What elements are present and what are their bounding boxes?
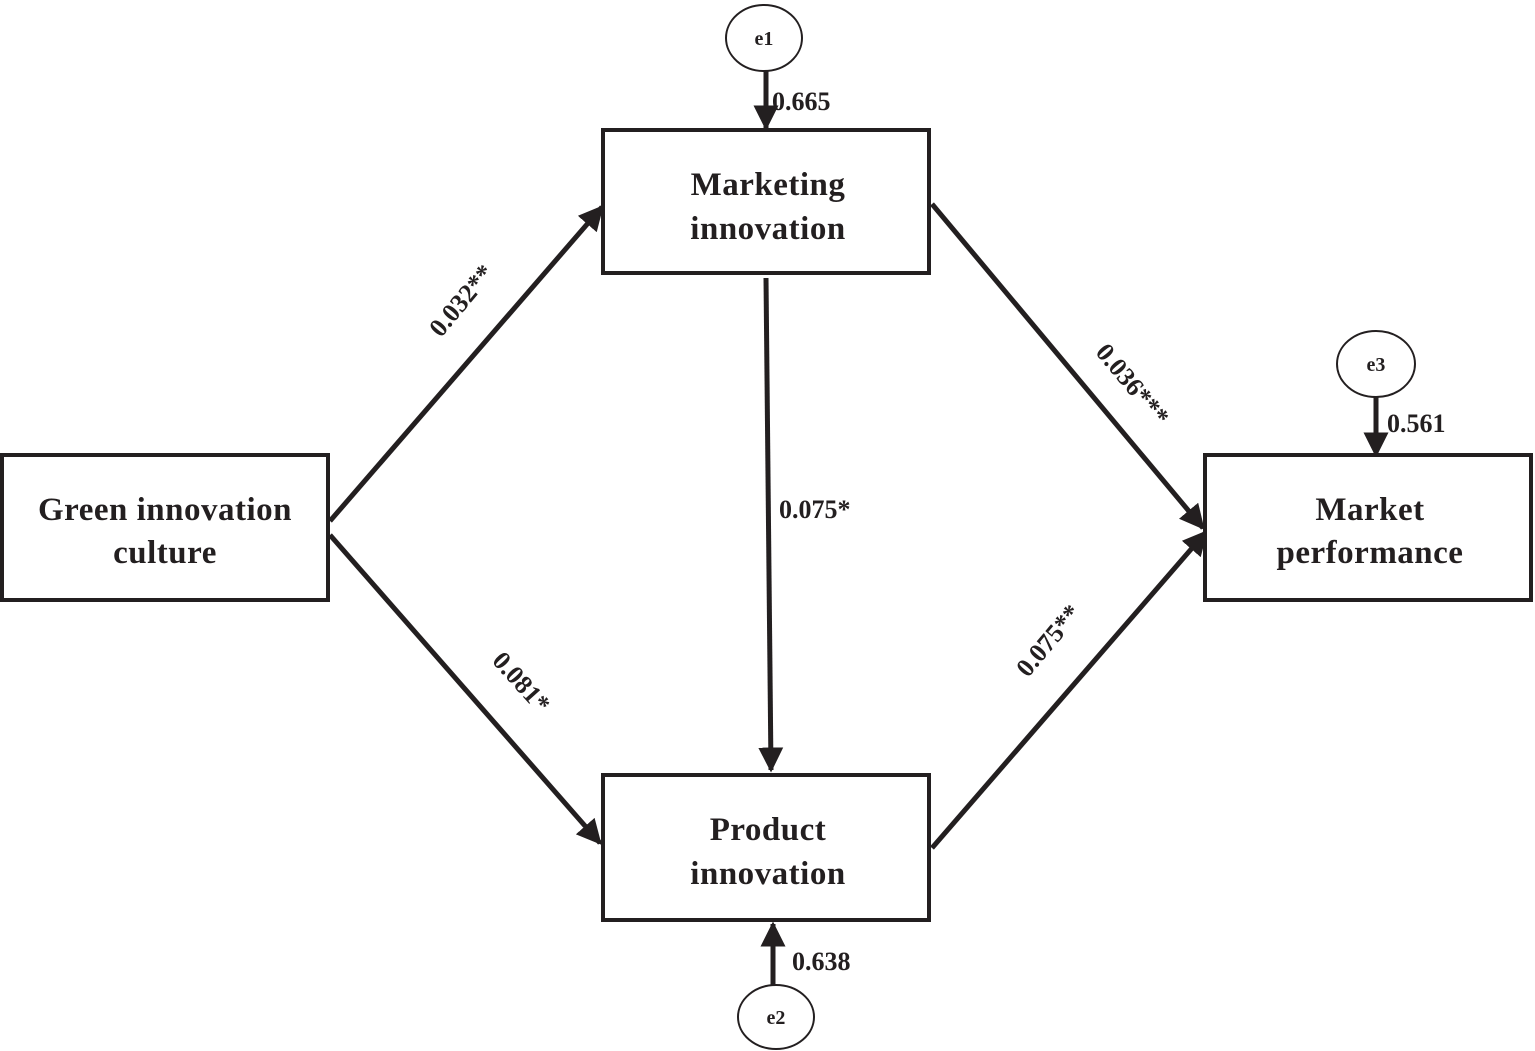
node-green-line1: Green innovation [38, 492, 292, 528]
coef-marketing-to-market: 0.036*** [1090, 338, 1175, 431]
node-green-line2: culture [113, 535, 217, 571]
node-marketing-line1: Marketing [691, 167, 846, 203]
arrow-marketing-to-product [758, 277, 784, 773]
error-e3-label: e3 [1367, 354, 1386, 376]
node-product-line1: Product [710, 812, 827, 848]
node-market-line2: performance [1277, 535, 1464, 571]
node-marketing-line2: innovation [690, 211, 845, 247]
arrow-green-to-product [328, 533, 602, 845]
node-market-line1: Market [1315, 492, 1424, 528]
node-product-line2: innovation [690, 856, 845, 892]
error-e3: e3 [1336, 330, 1416, 398]
error-e1-value: 0.665 [772, 87, 831, 116]
coef-green-to-marketing: 0.032** [423, 259, 500, 342]
coef-green-to-product: 0.081* [487, 646, 556, 719]
error-e1-label: e1 [755, 28, 774, 50]
error-e2-label: e2 [767, 1007, 786, 1029]
node-market-performance: Market performance [1203, 453, 1533, 602]
node-marketing-innovation: Marketing innovation [601, 128, 931, 275]
error-e3-value: 0.561 [1387, 409, 1446, 438]
coef-marketing-to-product: 0.075* [779, 495, 851, 524]
coef-product-to-market: 0.075** [1010, 599, 1087, 682]
node-green-innovation-culture: Green innovation culture [0, 453, 330, 602]
arrow-marketing-to-market [930, 202, 1205, 530]
arrow-green-to-marketing [328, 205, 604, 523]
node-product-innovation: Product innovation [601, 773, 931, 922]
error-e1: e1 [725, 4, 803, 72]
arrow-product-to-market [930, 530, 1208, 850]
error-e2: e2 [737, 984, 815, 1050]
error-e2-value: 0.638 [792, 947, 851, 976]
